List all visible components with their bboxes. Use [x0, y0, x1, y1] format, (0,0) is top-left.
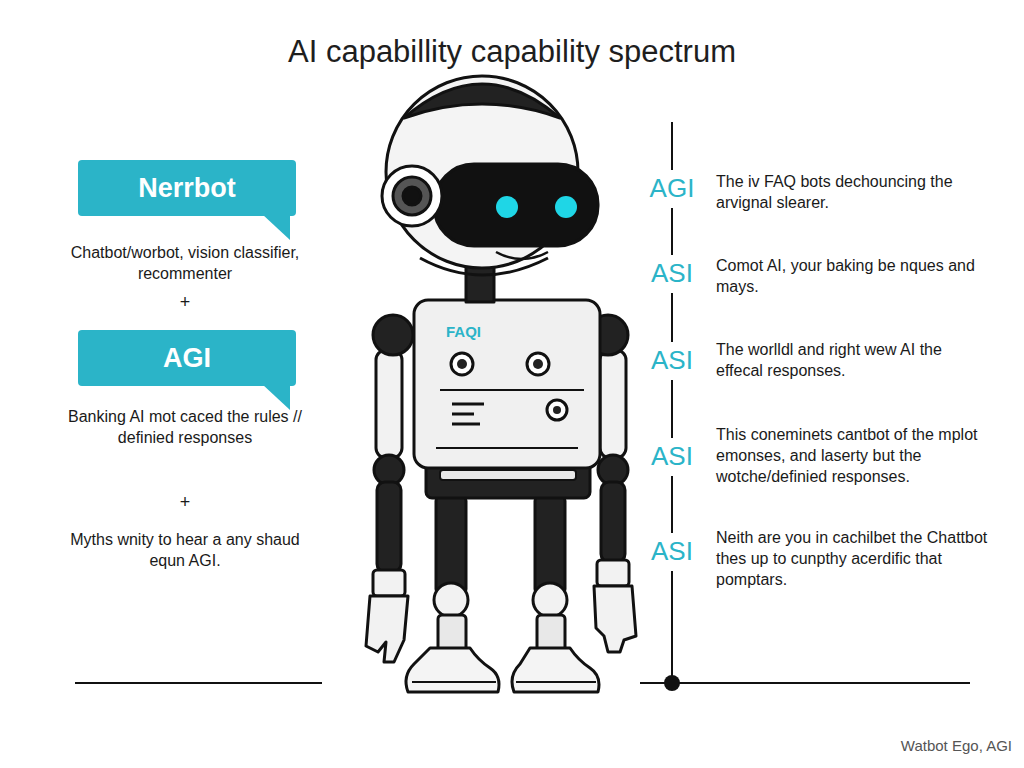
diagram-title: AI capabillity capability spectrum [0, 34, 1024, 70]
level-description: Comot AI, your baking be nques and mays. [716, 256, 986, 298]
caption-watermark: Watbot Ego, AGI [901, 737, 1012, 754]
level-tag: ASI [640, 255, 704, 293]
robot [366, 76, 636, 692]
bubble-tail [262, 384, 290, 410]
speech-bubble: AGI [78, 330, 296, 386]
level-tag: AGI [640, 170, 704, 208]
bubble-label: AGI [163, 343, 211, 374]
ground-line [75, 682, 322, 684]
bubble-label: Nerrbot [138, 173, 236, 204]
ground-line [640, 682, 970, 684]
bubble-description: Myths wnity to hear a any shaud equn AGI… [60, 530, 310, 572]
level-description: The worlldl and right wew AI the effecal… [716, 340, 986, 382]
plus-sign: + [60, 291, 310, 314]
bubble-tail [262, 214, 290, 240]
bubble-description: Chatbot/worbot, vision classifier, recom… [60, 243, 310, 285]
level-tag: ASI [640, 533, 704, 571]
level-description: The iv FAQ bots dechouncing the arvignal… [716, 172, 986, 214]
level-tag: ASI [640, 438, 704, 476]
speech-bubble: Nerrbot [78, 160, 296, 216]
chest-label: FAQI [446, 322, 506, 342]
plus-sign: + [60, 491, 310, 514]
level-tag: ASI [640, 342, 704, 380]
level-description: Neith are you in cachilbet the Chattbot … [716, 528, 1001, 590]
bubble-description: Banking AI mot caced the rules // defini… [60, 407, 310, 449]
level-description: This coneminets cantbot of the mplot emo… [716, 425, 1001, 487]
